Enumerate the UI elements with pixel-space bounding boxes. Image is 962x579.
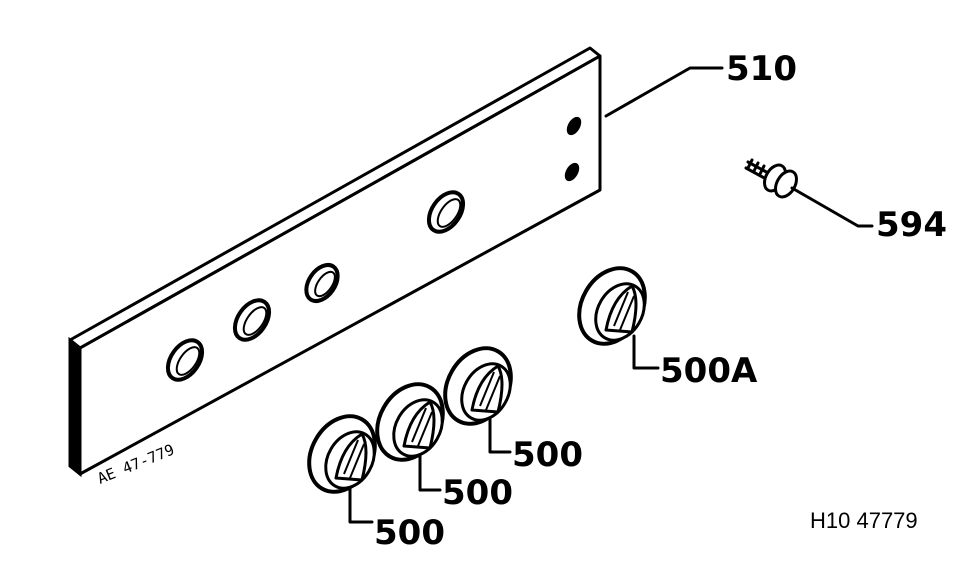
leader-line-500a: [632, 334, 660, 370]
screw: [744, 158, 798, 199]
leader-line-500-middle: [418, 454, 442, 492]
reference-code: H10 47779: [810, 508, 918, 533]
panel-hole: [232, 298, 272, 342]
knob-500-right: [443, 346, 513, 426]
leader-line-594: [790, 186, 874, 228]
control-panel: AE 47-779: [68, 46, 602, 488]
panel-marking: AE 47-779: [95, 441, 177, 488]
label-510: 510: [726, 49, 797, 89]
label-500-left: 500: [374, 513, 445, 553]
leader-line-500-right: [488, 416, 512, 454]
leader-line-500-left: [348, 486, 374, 524]
panel-hole: [304, 262, 340, 304]
label-500-middle: 500: [442, 473, 513, 513]
label-500a: 500A: [660, 351, 758, 391]
label-500-right: 500: [512, 435, 583, 475]
panel-hole: [165, 338, 205, 382]
knob-500-middle: [375, 382, 445, 462]
panel-hole: [426, 190, 466, 234]
label-594: 594: [876, 205, 947, 245]
knob-500a: [577, 266, 647, 346]
panel-small-hole: [564, 162, 580, 182]
knob-500-left: [307, 414, 377, 494]
panel-small-hole: [566, 116, 582, 136]
leader-line-510: [604, 66, 724, 118]
